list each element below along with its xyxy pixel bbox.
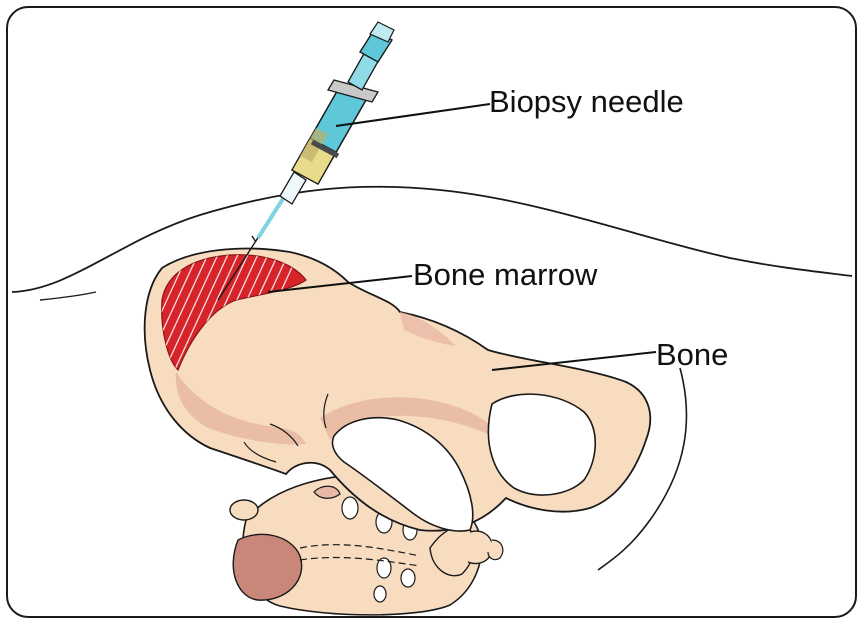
bone-marrow-label: Bone marrow [413, 259, 597, 290]
biopsy-needle-label: Biopsy needle [489, 86, 684, 117]
body-outline-left [40, 292, 96, 300]
obturator-foramen [488, 394, 595, 495]
bone-label: Bone [656, 339, 728, 370]
